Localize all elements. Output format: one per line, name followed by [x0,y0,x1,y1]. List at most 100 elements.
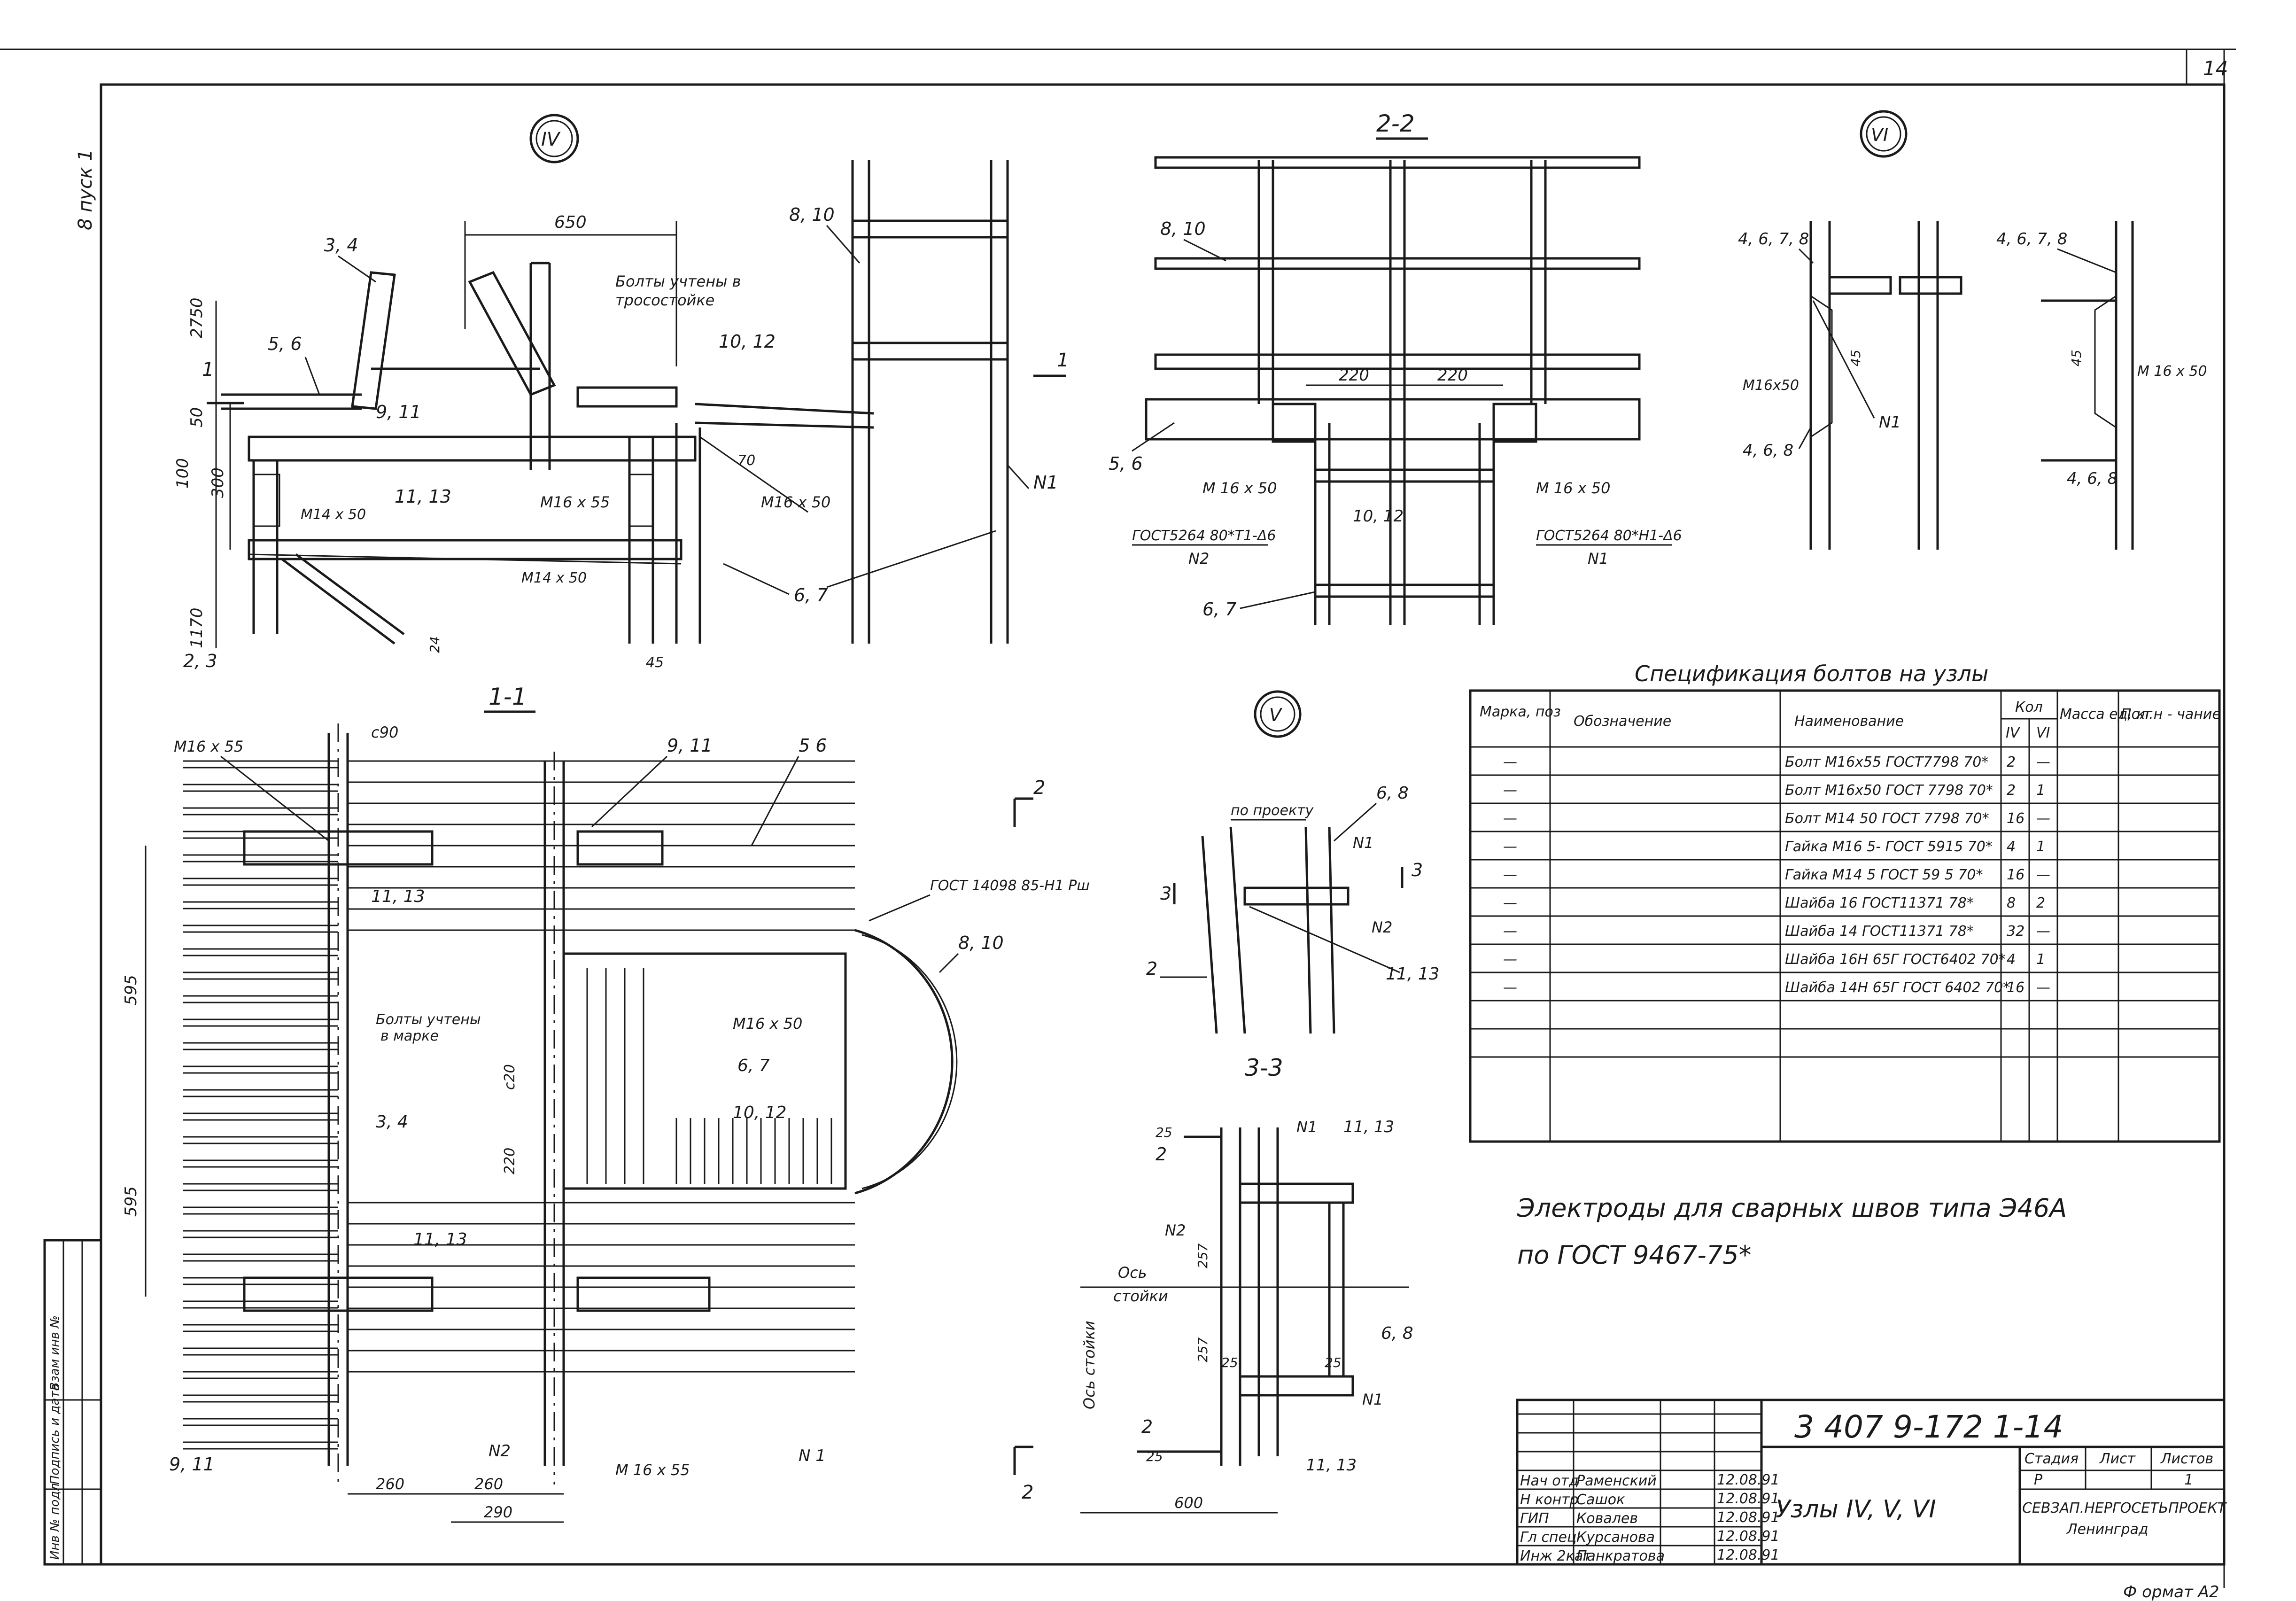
s33-dim-257-a: 257 [1195,1243,1210,1268]
spec-row-name: Шайба 14 ГОСТ11371 78* [1785,923,1974,940]
s22-label-5-6: 5, 6 [1109,453,1143,474]
n5-label-11-13: 11, 13 [1386,964,1440,984]
s11-section-2-bottom: 2 [1022,1482,1033,1503]
s11-label-6-7: 6, 7 [737,1056,770,1075]
spec-row-mark: — [1503,895,1517,911]
stamp-role: Инж 2кат [1520,1548,1592,1564]
stamp-role: Гл спец [1520,1529,1576,1546]
n5-label-2: 2 [1146,958,1157,979]
stamp-org-2: Ленинград [2066,1521,2149,1538]
s11-dim-290: 290 [484,1503,512,1521]
s11-note-1: Болты учтены [376,1011,481,1028]
dim-2750: 2750 [187,297,206,338]
s33-dim-600: 600 [1174,1494,1203,1512]
s11-dim-595-a: 595 [122,975,140,1005]
spec-h-mass: Масса ед, кг [2060,706,2153,723]
n5-label-n2: N2 [1372,918,1392,936]
spec-row-name: Шайба 16Н 65Г ГОСТ6402 70* [1785,951,2006,968]
stamp-stage: Р [2034,1472,2043,1488]
left-strip: Инв № подл Подпись и дата Взам инв № [43,1239,102,1566]
s11-label-5-6: 5 6 [799,735,827,756]
section-1-mark-right: 1 [1057,350,1069,371]
label-m16x50: M16 x 50 [761,493,830,511]
n6-dim-45-b: 45 [2069,350,2084,366]
label-2-3: 2, 3 [183,651,217,671]
spec-rows: —Болт М16х55 ГОСТ7798 70*2——Болт М16х50 … [1470,746,2219,1058]
bolt-spec-table: Спецификация болтов на узлы —Болт М16х55… [1469,661,2221,1143]
s11-label-8-10: 8, 10 [958,933,1004,953]
dim-70: 70 [737,452,755,469]
s33-label-n1-a: N1 [1296,1118,1317,1136]
s11-label-3-4: 3, 4 [376,1112,408,1132]
spec-h-note: Пол.н - чание [2121,706,2221,723]
s33-axis-2: стойки [1113,1287,1168,1305]
strip-a: Инв № подл [48,1483,62,1560]
s11-label-n1: N 1 [799,1446,826,1465]
s11-label-10-12: 10, 12 [733,1103,787,1122]
dim-300: 300 [209,467,227,498]
spec-row-vi: — [2036,979,2050,996]
sheet-frame: 14 8 пуск 1 Ф ормат А2 [0,48,2236,1601]
dim-1170: 1170 [187,607,206,648]
stamp-sheets-header: Листов [2160,1451,2213,1467]
section-1-1-view: 1-1 M16 x 55 c90 9, 11 5 6 11, 13 ГОСТ 1… [122,683,1090,1523]
n6-label-468-a: 4, 6, 8 [1743,441,1793,460]
spec-row-vi: 1 [2036,951,2045,968]
spec-row-vi: 2 [2036,895,2045,911]
stamp-role: Н контр [1520,1492,1579,1508]
spec-row-mark: — [1503,754,1517,770]
spec-row-mark: — [1503,951,1517,968]
s33-dim-257-b: 257 [1195,1337,1210,1362]
spec-row-name: Болт М14 50 ГОСТ 7798 70* [1785,810,1989,827]
stamp-date: 12.08.91 [1717,1472,1780,1488]
spec-row-name: Гайка М16 5- ГОСТ 5915 70* [1785,839,1993,855]
label-m14x50-a: M14 x 50 [301,506,366,523]
spec-h-qty: Кол [2015,699,2043,715]
s33-dim-25-b: 25 [1221,1355,1238,1370]
s22-dim-220-b: 220 [1437,366,1468,385]
label-m14x50-b: M14 x 50 [521,570,587,586]
spec-title: Спецификация болтов на узлы [1635,661,1988,686]
s33-dim-25-a: 25 [1156,1125,1172,1140]
s33-dim-25-c: 25 [1325,1355,1342,1370]
spec-row-iv: 2 [2007,782,2016,799]
s11-gost: ГОСТ 14098 85-Н1 Рш [930,878,1090,894]
n6-label-4678-a: 4, 6, 7, 8 [1738,230,1809,249]
spec-row-name: Болт М16х50 ГОСТ 7798 70* [1785,782,1993,799]
s11-note-2: в марке [380,1028,439,1044]
label-9-11: 9, 11 [376,402,421,422]
spec-row-iv: 2 [2007,754,2016,770]
s11-label-m16x55-b: M 16 x 55 [615,1461,690,1479]
label-10-12: 10, 12 [719,331,776,352]
node-v-title: V [1269,705,1283,725]
note-line-2: по ГОСТ 9467-75* [1517,1240,1752,1270]
spec-row-vi: — [2036,867,2050,883]
node-vi-title: VI [1871,124,1888,145]
spec-row-vi: 1 [2036,782,2045,799]
s11-dim-260-a: 260 [376,1475,404,1493]
s33-label-n2: N2 [1165,1221,1186,1239]
label-3-4: 3, 4 [324,235,358,256]
inner-bars [586,968,832,1184]
stamp-sheet: 1 [2184,1472,2193,1488]
s22-label-10-12: 10, 12 [1353,507,1404,526]
label-11-13: 11, 13 [395,486,451,507]
n5-label-proekt: по проекту [1231,802,1314,819]
welding-note: Электроды для сварных швов типа Э46А по … [1517,1193,2067,1270]
section-2-2-view: 2-2 8, 10 5, 6 220 220 M 16 x 50 M 16 x … [1109,110,1682,625]
section-1-mark-left: 1 [202,359,214,381]
spec-row-iv: 16 [2007,867,2025,883]
section-3-3-title: 3-3 [1245,1054,1283,1081]
s33-label-2-b: 2 [1141,1416,1153,1437]
dim-50: 50 [187,407,206,427]
spec-row-iv: 4 [2007,839,2016,855]
spec-row-mark: — [1503,979,1517,996]
format-label: Ф ормат А2 [2123,1583,2219,1601]
stamp-date: 12.08.91 [1717,1491,1780,1507]
s33-label-n1-b: N1 [1362,1391,1383,1408]
s33-dim-25-d: 25 [1146,1449,1163,1464]
n6-label-4678-b: 4, 6, 7, 8 [1996,230,2067,249]
s11-label-n2: N2 [489,1442,511,1461]
dim-45: 45 [646,654,664,671]
